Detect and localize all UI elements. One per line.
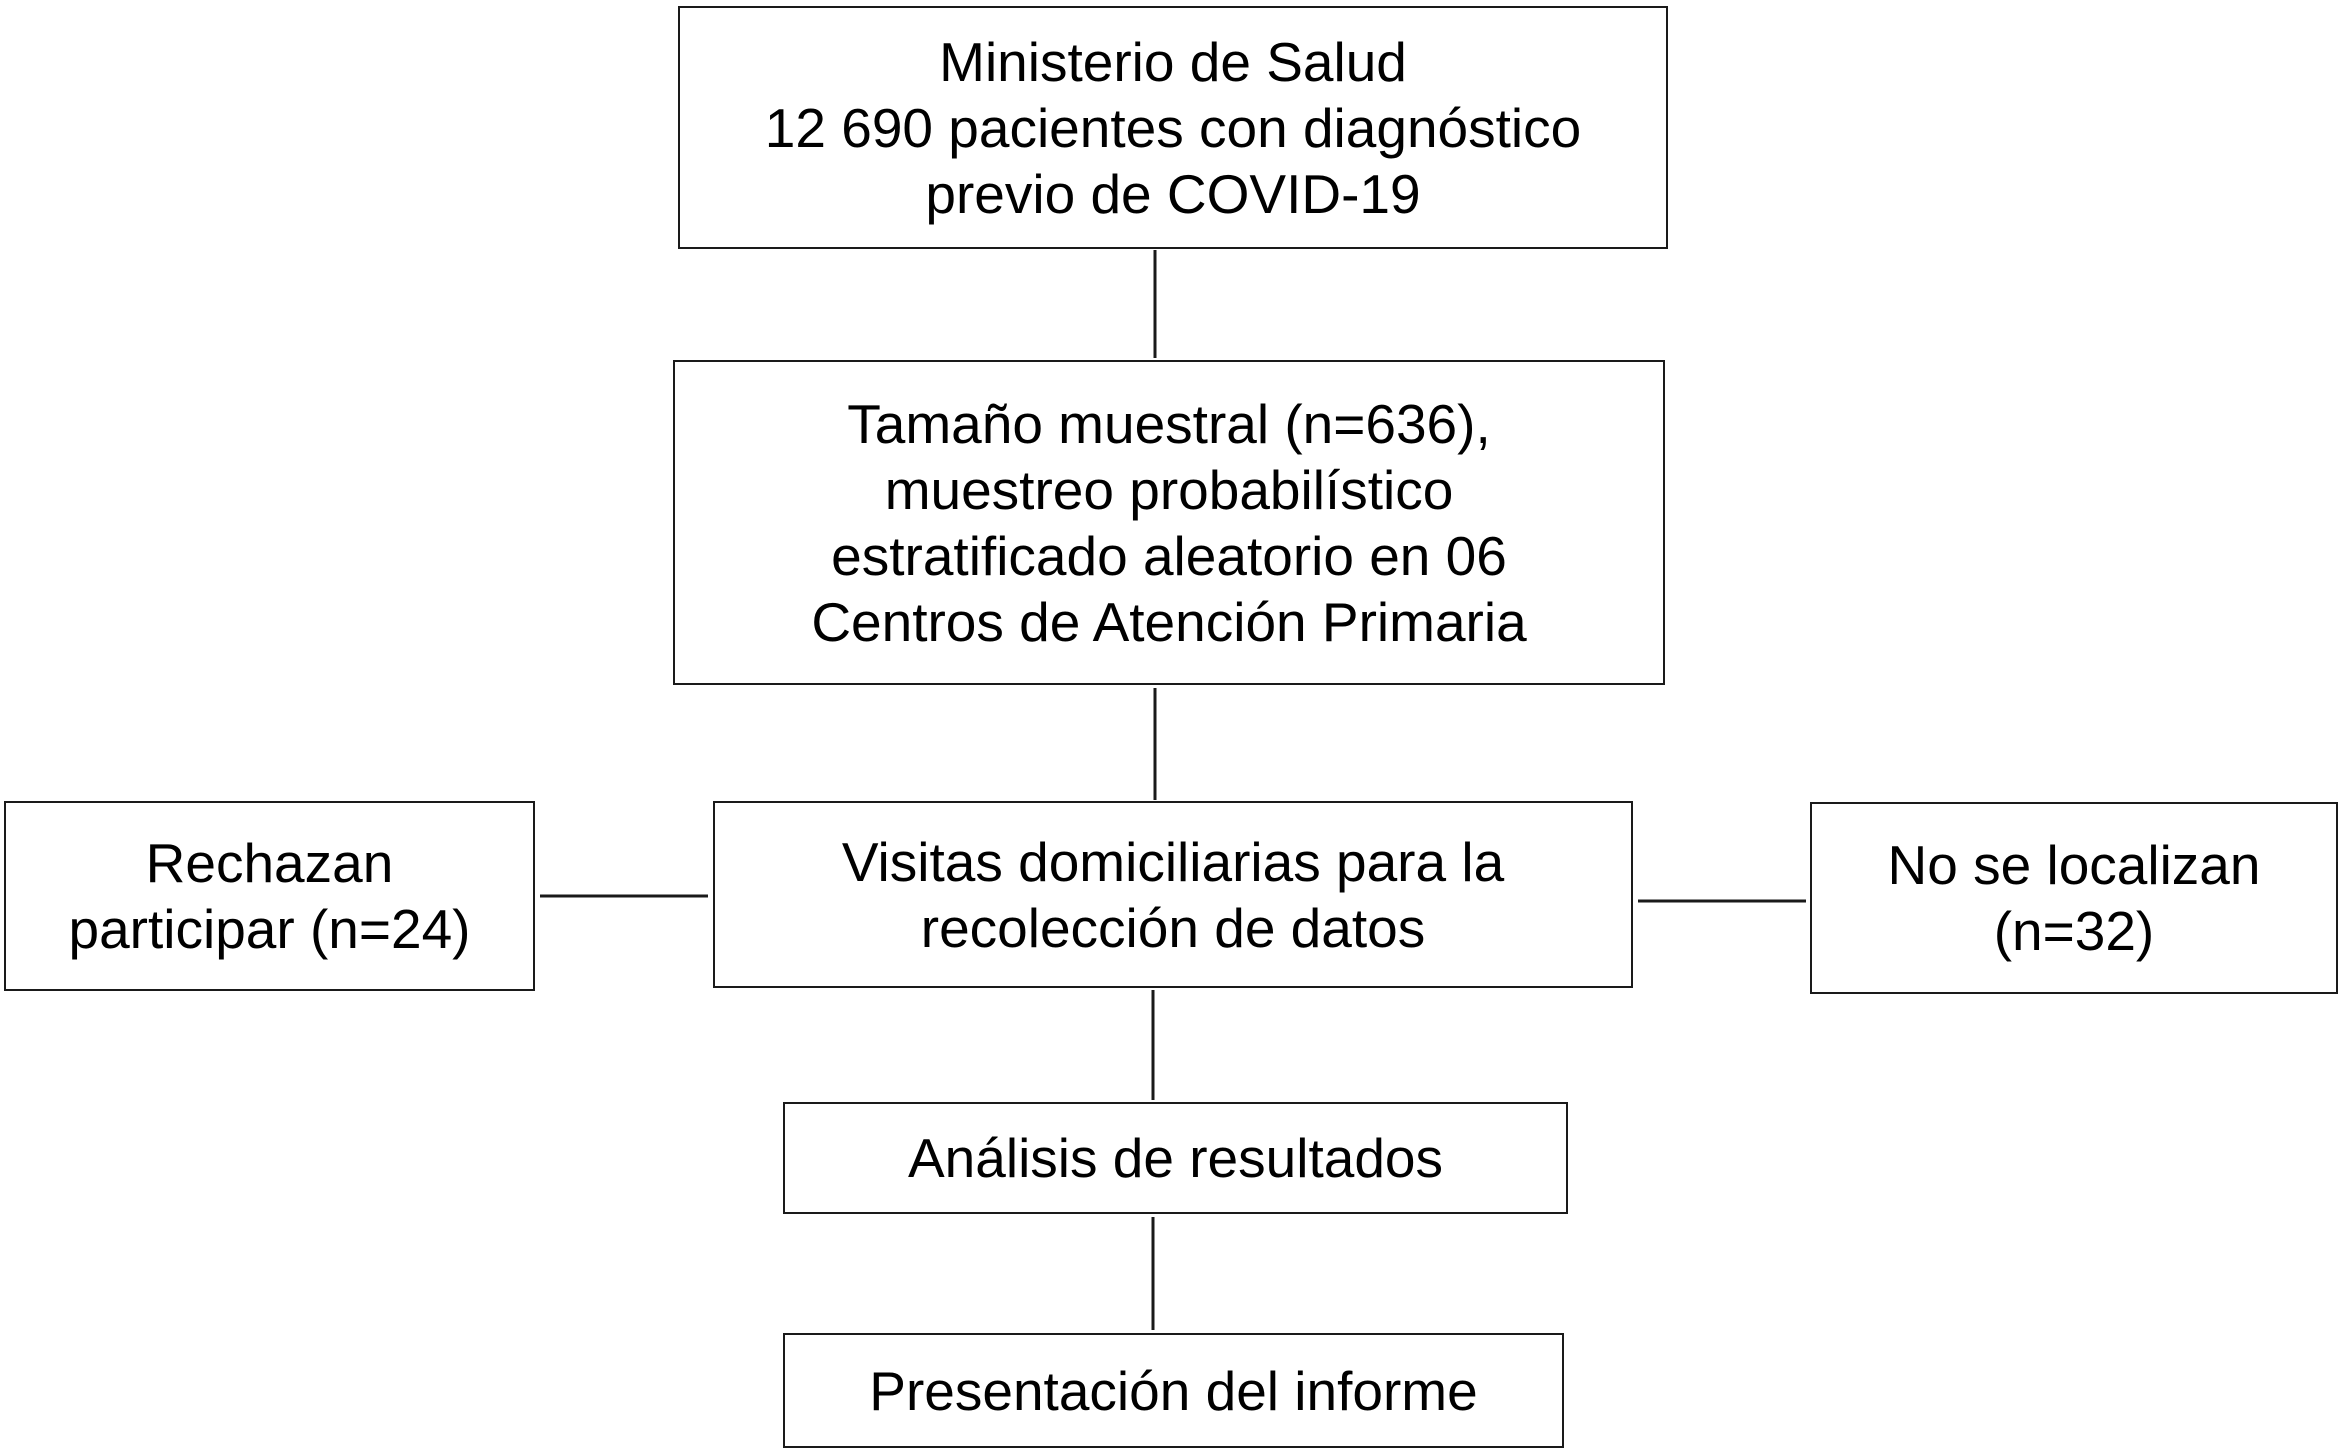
- report-line-1: Presentación del informe: [869, 1359, 1478, 1422]
- ministerio-box: Ministerio de Salud 12 690 pacientes con…: [678, 6, 1668, 249]
- rejected-line-2: participar (n=24): [68, 898, 471, 960]
- report-box: Presentación del informe: [783, 1333, 1564, 1448]
- ministerio-line-2: 12 690 pacientes con diagnóstico: [764, 96, 1582, 159]
- home-visits-box: Visitas domiciliarias para la recolecció…: [713, 801, 1633, 988]
- ministerio-line-1: Ministerio de Salud: [939, 30, 1407, 93]
- home-visits-line-2: recolección de datos: [920, 896, 1426, 959]
- ministerio-line-3: previo de COVID-19: [925, 162, 1421, 225]
- sample-box: Tamaño muestral (n=636), muestreo probab…: [673, 360, 1665, 685]
- sample-line-4: Centros de Atención Primaria: [811, 590, 1527, 653]
- sample-line-1: Tamaño muestral (n=636),: [847, 392, 1491, 455]
- not-located-line-1: No se localizan: [1887, 834, 2261, 896]
- not-located-line-2: (n=32): [1993, 900, 2155, 962]
- rejected-line-1: Rechazan: [145, 832, 394, 894]
- sample-line-2: muestreo probabilístico: [884, 458, 1454, 521]
- analysis-box: Análisis de resultados: [783, 1102, 1568, 1214]
- rejected-box: Rechazan participar (n=24): [4, 801, 535, 991]
- home-visits-line-1: Visitas domiciliarias para la: [841, 830, 1505, 893]
- sample-line-3: estratificado aleatorio en 06: [831, 524, 1507, 587]
- not-located-box: No se localizan (n=32): [1810, 802, 2338, 994]
- analysis-line-1: Análisis de resultados: [907, 1127, 1443, 1189]
